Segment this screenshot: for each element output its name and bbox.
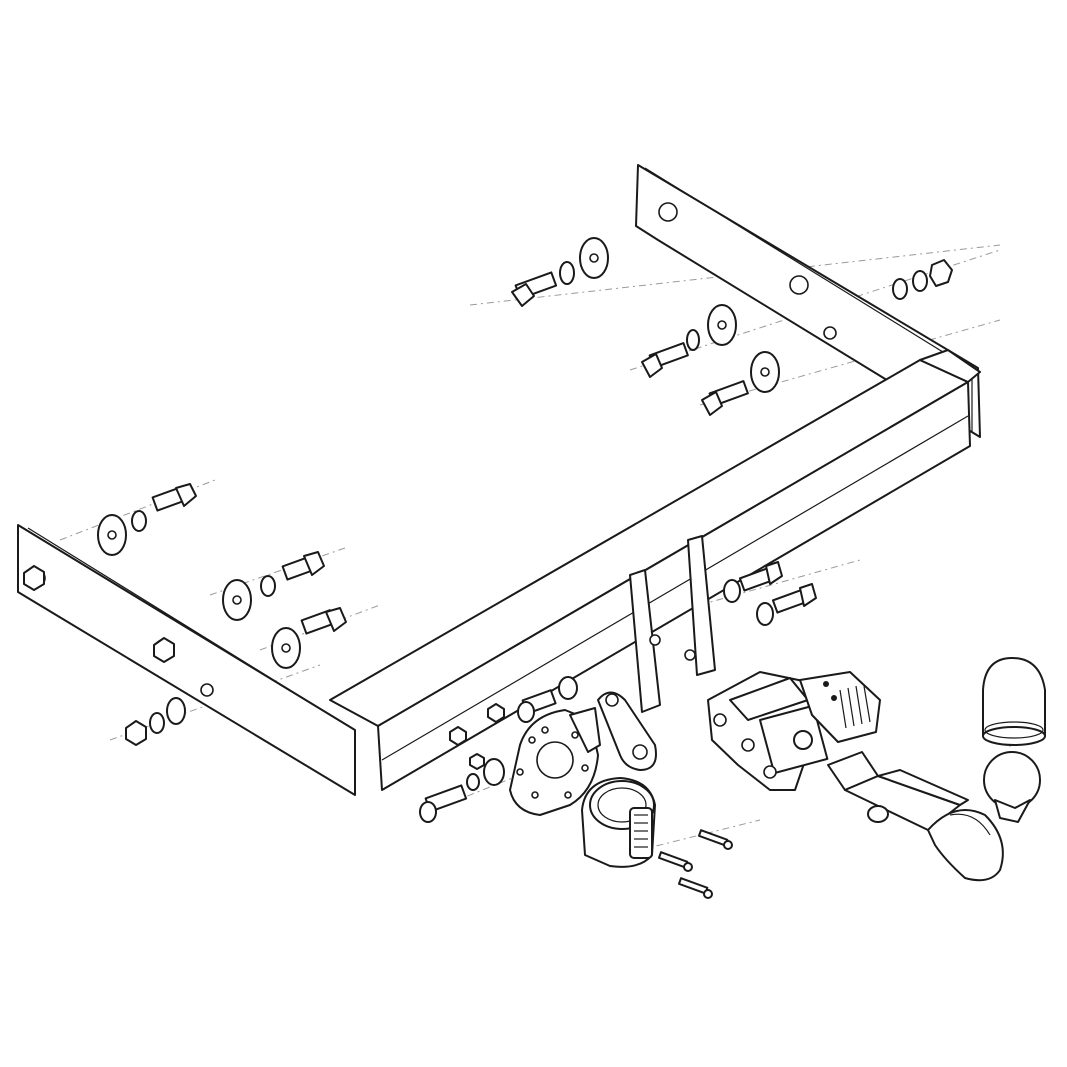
- nut-top: [929, 259, 953, 287]
- bolt-left-1: [151, 483, 197, 512]
- bolt-center-1: [738, 561, 783, 592]
- link-plate: [597, 691, 657, 771]
- bolt-top-2: [641, 342, 689, 378]
- washer-small: [559, 261, 575, 285]
- bolt-socket-1: [419, 784, 468, 823]
- nut-left-mid: [153, 637, 175, 663]
- nut-left-bottom: [125, 720, 147, 746]
- bolt-socket-2: [517, 689, 557, 723]
- nut-left-top: [23, 565, 45, 591]
- bolt-top-1: [511, 271, 558, 307]
- bolt-top-3: [701, 380, 749, 416]
- right-side-bracket: [635, 164, 981, 438]
- socket-screw-1: [697, 829, 733, 850]
- socket-plate: [509, 707, 601, 816]
- detachable-tow-ball: [827, 751, 1041, 882]
- bolt-left-3: [300, 607, 347, 635]
- bolt-set: [23, 237, 953, 899]
- center-mounting-tabs: [629, 535, 716, 713]
- crossbar: [329, 349, 981, 791]
- bolt-center-2: [771, 583, 817, 614]
- bolt-left-2: [281, 551, 325, 581]
- receiver-mount: [707, 671, 881, 791]
- electrical-socket: [581, 777, 656, 868]
- tow-ball-cap: [982, 657, 1046, 746]
- socket-screw-2: [657, 851, 693, 872]
- socket-screw-3: [677, 877, 713, 899]
